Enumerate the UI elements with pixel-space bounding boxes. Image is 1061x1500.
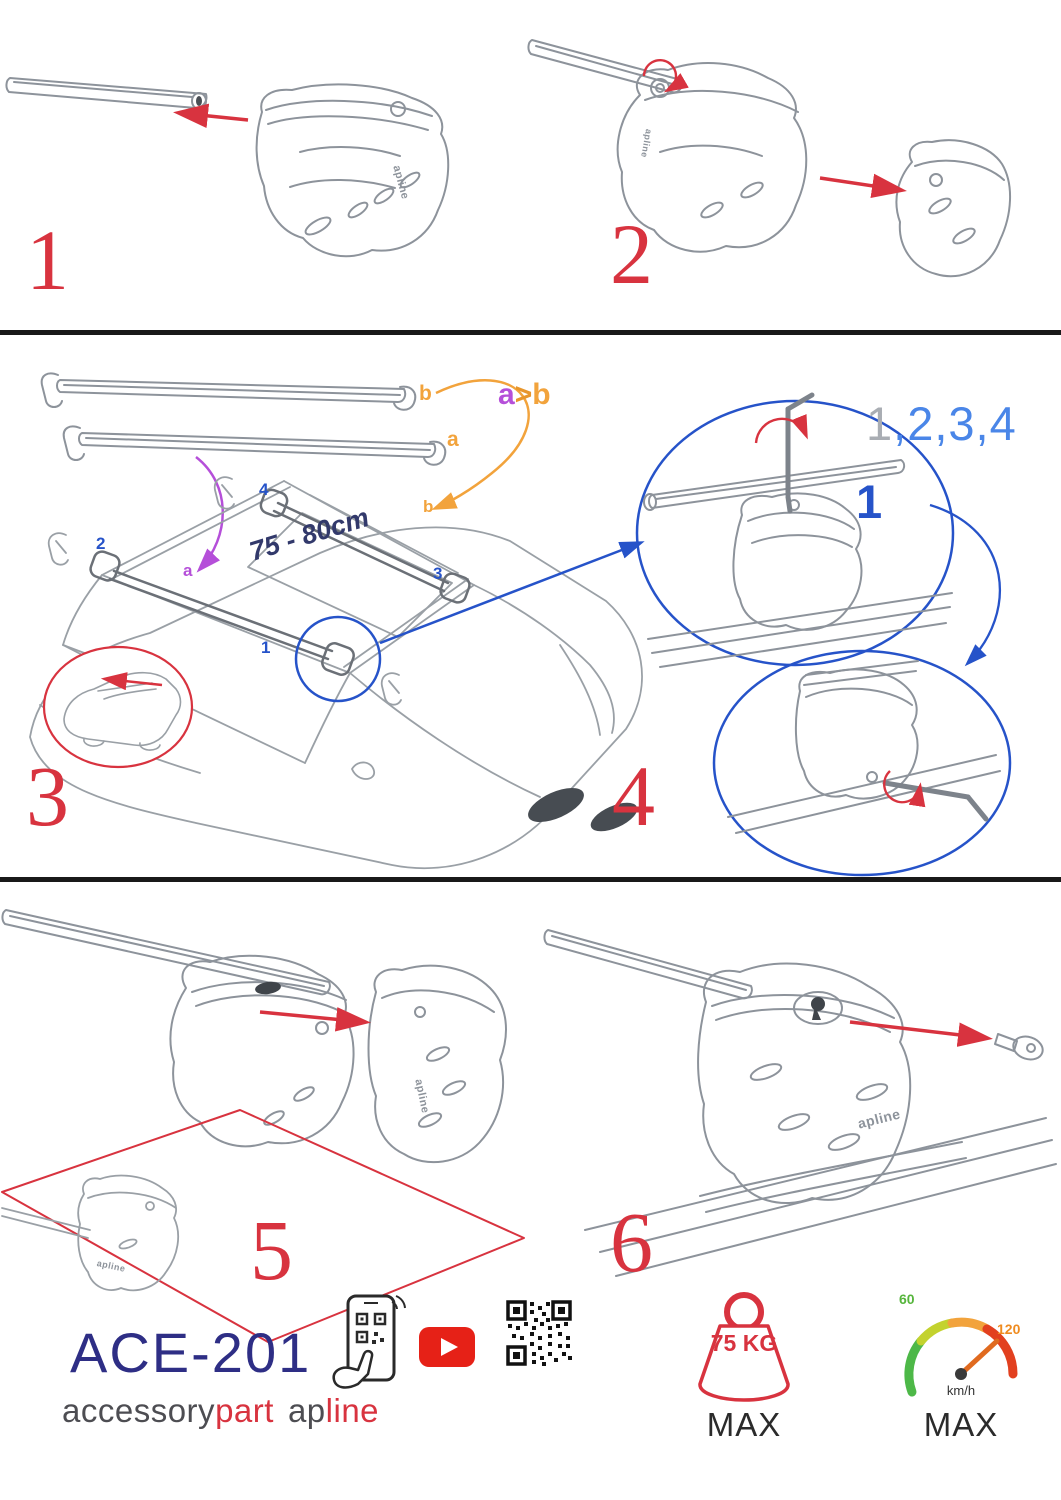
sequence-gray-part: 1 xyxy=(866,397,894,450)
brand-accessory: accessory xyxy=(62,1392,216,1429)
speed-unit-label: km/h xyxy=(946,1383,976,1398)
apline-logo-step6: apline xyxy=(856,1105,903,1132)
stacked-bar-a-label: a xyxy=(447,428,459,451)
brand-line: line xyxy=(325,1392,380,1429)
focus-circle-foot1 xyxy=(294,615,382,703)
foot-bracket-drawing-step2 xyxy=(527,39,808,253)
apline-logo-step2: apline xyxy=(639,128,654,159)
scan-qr-phone-icon xyxy=(332,1294,406,1389)
stacked-crossbars-drawing xyxy=(40,372,447,466)
sequence-blue-part: ,2,3,4 xyxy=(893,397,1017,450)
stacked-bar-b-label: b xyxy=(419,382,432,405)
step-6-number: 6 xyxy=(610,1194,653,1290)
youtube-icon xyxy=(419,1327,475,1367)
crossbar-distance-label: 75 - 80cm xyxy=(246,502,373,567)
insert-arrow-step1 xyxy=(173,103,249,129)
mounted-crossbars-drawing xyxy=(89,488,471,676)
brand-ap: ap xyxy=(287,1392,326,1429)
foot-position-1: 1 xyxy=(261,638,271,657)
speed-max-label: MAX xyxy=(923,1406,999,1443)
foot-position-3: 3 xyxy=(433,564,443,583)
model-number: ACE-201 xyxy=(70,1321,312,1384)
detail-step-number: 1 xyxy=(856,475,883,528)
apline-logo-step5-inset: apline xyxy=(95,1258,127,1274)
step-2-number: 2 xyxy=(610,206,653,302)
rotate-arrow-step2 xyxy=(642,58,689,93)
speed-120-label: 120 xyxy=(997,1321,1021,1337)
detail-connector-curve xyxy=(929,503,1001,667)
foot-position-2: 2 xyxy=(96,534,106,553)
step1-step2-illustration xyxy=(5,39,1011,278)
weight-limit-value: 75 KG xyxy=(710,1330,778,1356)
section-divider-bottom xyxy=(0,877,1061,882)
step-sequence-label: 1,2,3,4 xyxy=(866,396,1017,451)
apline-logo-step5-cover: apline xyxy=(412,1078,432,1115)
weight-max-label: MAX xyxy=(706,1406,782,1443)
cover-piece-drawing-step2 xyxy=(895,139,1011,278)
attach-arrow-step2 xyxy=(819,173,907,198)
foot-and-cover-drawing-step5 xyxy=(1,909,507,1164)
qr-code xyxy=(504,1298,574,1368)
step-5-number: 5 xyxy=(250,1202,293,1298)
detail-pointer-arrow xyxy=(379,541,645,645)
mounted-foot-inset-step5 xyxy=(1,1174,180,1292)
roof-bar-b-label: b xyxy=(423,497,434,516)
attach-arrow-step5 xyxy=(259,1007,371,1032)
order-b-label: b xyxy=(532,378,551,411)
bar-a-position-curve xyxy=(195,456,224,573)
bar-order-note: a>b xyxy=(498,378,551,412)
foot-bracket-drawing-step1 xyxy=(255,83,450,258)
brand-part: part xyxy=(215,1392,274,1429)
apline-logo-step1: apline xyxy=(390,164,412,201)
foot-position-4: 4 xyxy=(259,480,269,499)
roof-bar-a-label: a xyxy=(183,561,193,580)
step-3-number: 3 xyxy=(26,748,69,844)
speed-60-label: 60 xyxy=(899,1291,915,1307)
order-a-label: a xyxy=(498,378,515,411)
order-gt-symbol: > xyxy=(514,378,533,411)
detail-tighten-side xyxy=(712,649,1012,877)
step-4-number: 4 xyxy=(612,748,655,844)
step-1-number: 1 xyxy=(26,212,69,308)
section-divider-top xyxy=(0,330,1061,335)
crossbar-tube-drawing xyxy=(5,77,208,110)
key-arrow-step6 xyxy=(849,1020,993,1047)
key-drawing-step6 xyxy=(994,1033,1044,1061)
